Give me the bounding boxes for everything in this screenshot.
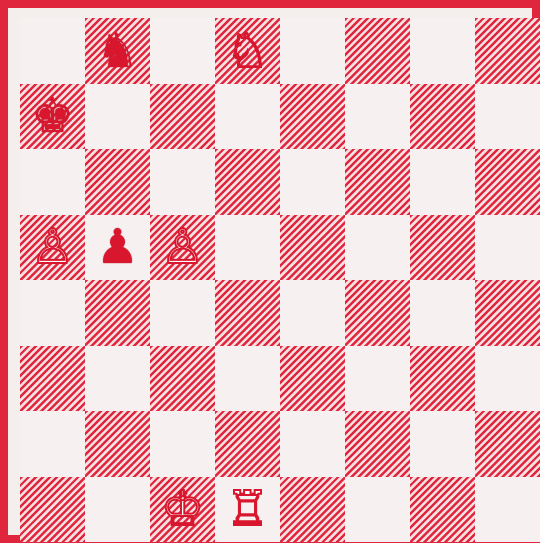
square-e8[interactable] [280, 18, 345, 84]
square-d4[interactable] [215, 280, 280, 346]
square-g2[interactable] [410, 411, 475, 477]
square-a1[interactable] [20, 477, 85, 543]
square-h6[interactable] [475, 149, 540, 215]
black-king-icon[interactable]: ♚ [31, 92, 74, 140]
square-g7[interactable] [410, 84, 475, 150]
square-f5[interactable] [345, 215, 410, 281]
square-a3[interactable] [20, 346, 85, 412]
white-rook-icon[interactable]: ♖ [226, 485, 269, 533]
square-g3[interactable] [410, 346, 475, 412]
square-b6[interactable] [85, 149, 150, 215]
square-d1[interactable]: ♖ [215, 477, 280, 543]
square-h8[interactable] [475, 18, 540, 84]
square-e4[interactable] [280, 280, 345, 346]
square-a6[interactable] [20, 149, 85, 215]
square-b5[interactable]: ♟ [85, 215, 150, 281]
square-g5[interactable] [410, 215, 475, 281]
square-f3[interactable] [345, 346, 410, 412]
square-a8[interactable] [20, 18, 85, 84]
square-h5[interactable] [475, 215, 540, 281]
square-c7[interactable] [150, 84, 215, 150]
white-knight-icon[interactable]: ♘ [226, 27, 269, 75]
square-f6[interactable] [345, 149, 410, 215]
square-b2[interactable] [85, 411, 150, 477]
square-c2[interactable] [150, 411, 215, 477]
square-b4[interactable] [85, 280, 150, 346]
square-a2[interactable] [20, 411, 85, 477]
square-c1[interactable]: ♔ [150, 477, 215, 543]
square-e2[interactable] [280, 411, 345, 477]
chessboard: ♞ ♘ ♚ ♙ ♟ ♙ ♔ ♖ [20, 18, 540, 542]
square-d8[interactable]: ♘ [215, 18, 280, 84]
square-f1[interactable] [345, 477, 410, 543]
square-e1[interactable] [280, 477, 345, 543]
square-c8[interactable] [150, 18, 215, 84]
square-g1[interactable] [410, 477, 475, 543]
square-h1[interactable] [475, 477, 540, 543]
square-d7[interactable] [215, 84, 280, 150]
square-c3[interactable] [150, 346, 215, 412]
square-e5[interactable] [280, 215, 345, 281]
square-b3[interactable] [85, 346, 150, 412]
square-h3[interactable] [475, 346, 540, 412]
square-f2[interactable] [345, 411, 410, 477]
black-knight-icon[interactable]: ♞ [96, 27, 139, 75]
square-h7[interactable] [475, 84, 540, 150]
square-c5[interactable]: ♙ [150, 215, 215, 281]
square-g6[interactable] [410, 149, 475, 215]
black-pawn-icon[interactable]: ♟ [96, 223, 139, 271]
square-b8[interactable]: ♞ [85, 18, 150, 84]
square-b7[interactable] [85, 84, 150, 150]
square-a7[interactable]: ♚ [20, 84, 85, 150]
white-pawn-icon[interactable]: ♙ [161, 223, 204, 271]
square-b1[interactable] [85, 477, 150, 543]
square-f7[interactable] [345, 84, 410, 150]
square-d6[interactable] [215, 149, 280, 215]
square-d3[interactable] [215, 346, 280, 412]
square-e7[interactable] [280, 84, 345, 150]
square-a5[interactable]: ♙ [20, 215, 85, 281]
square-c6[interactable] [150, 149, 215, 215]
square-g8[interactable] [410, 18, 475, 84]
square-f8[interactable] [345, 18, 410, 84]
square-f4[interactable] [345, 280, 410, 346]
square-a4[interactable] [20, 280, 85, 346]
square-h2[interactable] [475, 411, 540, 477]
square-d2[interactable] [215, 411, 280, 477]
square-g4[interactable] [410, 280, 475, 346]
white-pawn-icon[interactable]: ♙ [31, 223, 74, 271]
square-e6[interactable] [280, 149, 345, 215]
square-h4[interactable] [475, 280, 540, 346]
square-c4[interactable] [150, 280, 215, 346]
square-d5[interactable] [215, 215, 280, 281]
white-king-icon[interactable]: ♔ [161, 485, 204, 533]
square-e3[interactable] [280, 346, 345, 412]
